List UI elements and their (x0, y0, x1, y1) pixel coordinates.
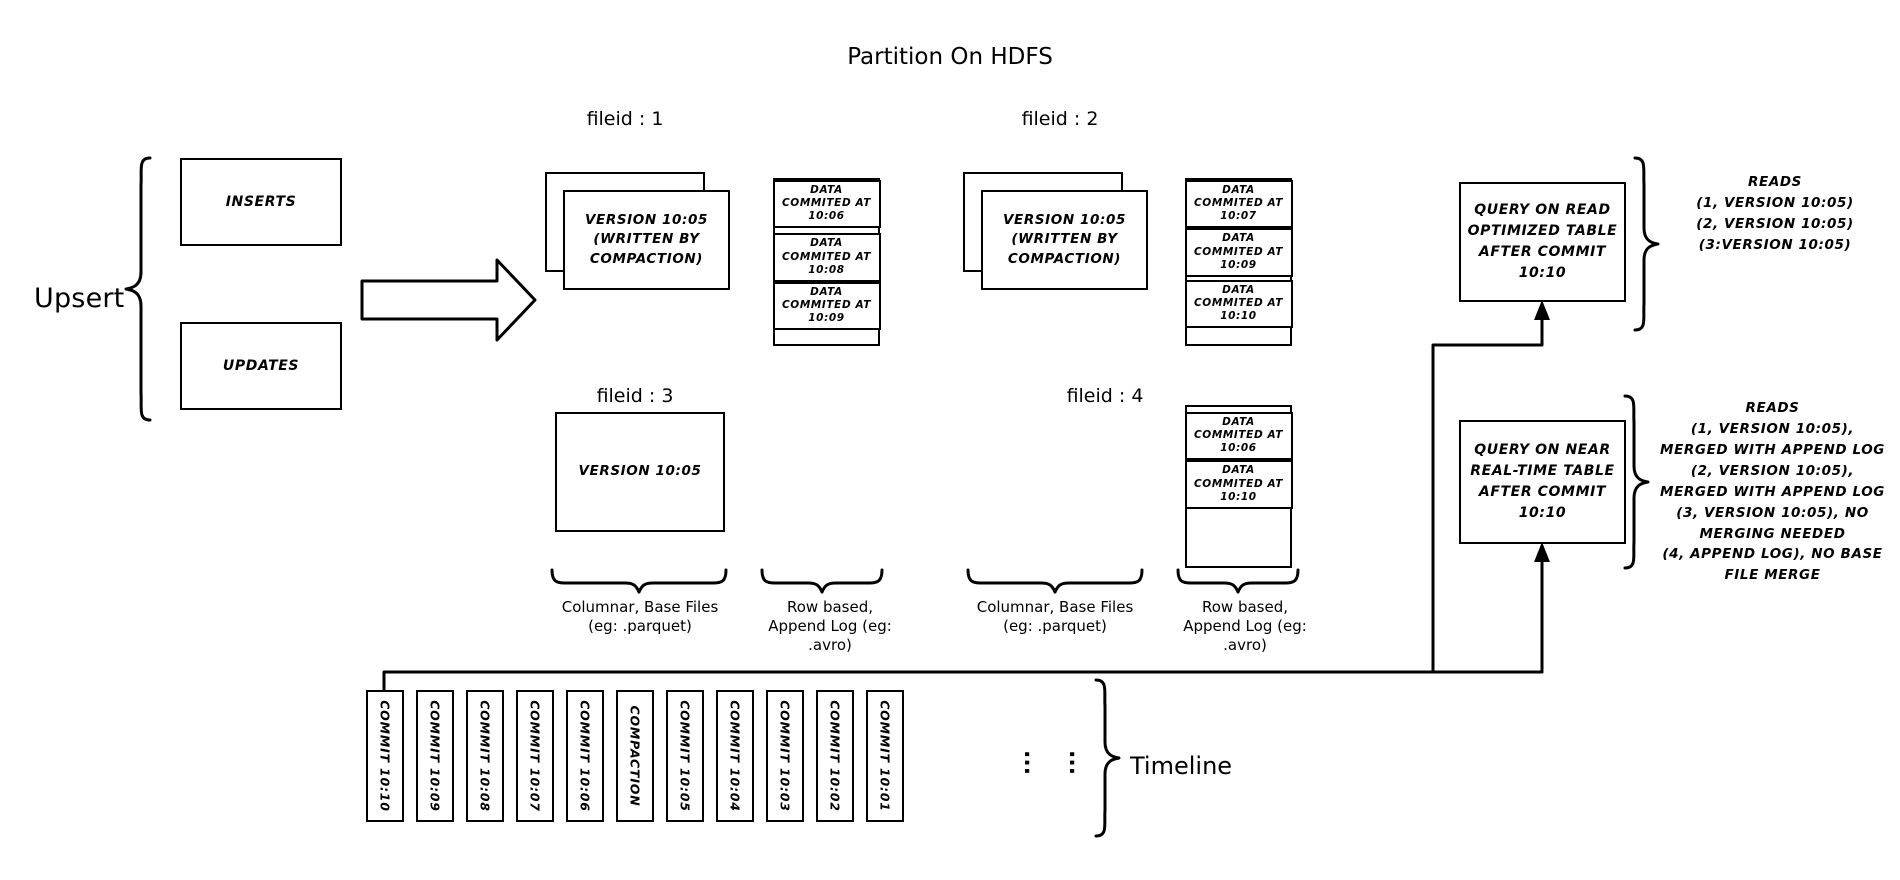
timeline-brace (1094, 678, 1121, 838)
log-column-2: DATA COMMITED AT 10:07 DATA COMMITED AT … (1184, 178, 1293, 346)
fileid-label-3: fileid : 3 (596, 385, 674, 407)
log-entry: DATA COMMITED AT 10:09 (1184, 228, 1293, 277)
timeline-entry-label: COMMIT 10:08 (477, 700, 493, 812)
timeline-entry-label: COMMIT 10:06 (577, 700, 593, 812)
caption-columnar-left: Columnar, Base Files (eg: .parquet) (561, 598, 719, 635)
timeline-entry-label: COMMIT 10:05 (677, 700, 693, 812)
log-entry: DATA COMMITED AT 10:06 (1184, 412, 1293, 461)
inserts-box: INSERTS (180, 158, 342, 246)
timeline-ellipsis-1: ... (1019, 750, 1044, 776)
query-read-optimized-box[interactable]: QUERY ON READ OPTIMIZED TABLE AFTER COMM… (1459, 182, 1626, 302)
commit-arrow-label: Commit 10:10 (379, 288, 497, 307)
upsert-brace (124, 156, 152, 422)
base-file-front-2: VERSION 10:05 (WRITTEN BY COMPACTION) (981, 190, 1148, 290)
timeline-entry[interactable]: COMMIT 10:01 (866, 690, 904, 822)
log-entry: DATA COMMITED AT 10:07 (1184, 180, 1293, 229)
timeline-ellipsis-2: ... (1064, 750, 1089, 776)
timeline-entry-label: COMPACTION (627, 705, 643, 807)
timeline-entry[interactable]: COMMIT 10:10 (366, 690, 404, 822)
timeline-entry[interactable]: COMPACTION (616, 690, 654, 822)
page-title: Partition On HDFS (847, 44, 1053, 70)
timeline-entry-label: COMMIT 10:02 (827, 700, 843, 812)
timeline-label: Timeline (1130, 752, 1233, 780)
updates-box: UPDATES (180, 322, 342, 410)
fileid-label-1: fileid : 1 (586, 108, 664, 130)
base-file-front-3: VERSION 10:05 (555, 412, 725, 532)
log-entry: DATA COMMITED AT 10:10 (1184, 460, 1293, 509)
reads-read-optimized: READS (1, VERSION 10:05) (2, VERSION 10:… (1696, 174, 1854, 253)
log-column-1: DATA COMMITED AT 10:06 DATA COMMITED AT … (772, 178, 881, 346)
query-near-realtime-box[interactable]: QUERY ON NEAR REAL-TIME TABLE AFTER COMM… (1459, 420, 1626, 544)
log-entry: DATA COMMITED AT 10:08 (772, 233, 881, 282)
reads-near-realtime: READS (1, VERSION 10:05), MERGED WITH AP… (1660, 400, 1885, 584)
base-file-front-1: VERSION 10:05 (WRITTEN BY COMPACTION) (563, 190, 730, 290)
timeline-entry[interactable]: COMMIT 10:02 (816, 690, 854, 822)
arrowhead-read-optimized (1534, 300, 1550, 320)
timeline-entry[interactable]: COMMIT 10:06 (566, 690, 604, 822)
log-entry: DATA COMMITED AT 10:06 (772, 180, 881, 229)
caption-rowlog-left: Row based, Append Log (eg: .avro) (768, 598, 892, 654)
timeline-entry-label: COMMIT 10:03 (777, 700, 793, 812)
timeline-entry-label: COMMIT 10:07 (527, 700, 543, 812)
timeline-entry-label: COMMIT 10:09 (427, 700, 443, 812)
log-entry: DATA COMMITED AT 10:10 (1184, 279, 1293, 329)
upsert-label: Upsert (34, 283, 125, 314)
brace-rowlog-right (1176, 568, 1300, 594)
timeline-entry[interactable]: COMMIT 10:05 (666, 690, 704, 822)
connector-timeline-to-near-realtime (1431, 556, 1544, 674)
brace-rowlog-left (760, 568, 884, 594)
timeline-entry[interactable]: COMMIT 10:08 (466, 690, 504, 822)
timeline-entry-label: COMMIT 10:01 (877, 700, 893, 812)
arrowhead-near-realtime (1534, 542, 1550, 562)
fileid-label-4: fileid : 4 (1066, 385, 1144, 407)
caption-rowlog-right: Row based, Append Log (eg: .avro) (1183, 598, 1307, 654)
fileid-label-2: fileid : 2 (1021, 108, 1099, 130)
timeline-entry-label: COMMIT 10:10 (377, 700, 393, 812)
timeline-entry[interactable]: COMMIT 10:03 (766, 690, 804, 822)
timeline-entry[interactable]: COMMIT 10:09 (416, 690, 454, 822)
caption-columnar-right: Columnar, Base Files (eg: .parquet) (976, 598, 1134, 635)
log-entry: DATA COMMITED AT 10:09 (772, 281, 881, 331)
log-column-4: DATA COMMITED AT 10:06 DATA COMMITED AT … (1184, 405, 1293, 568)
timeline-entry[interactable]: COMMIT 10:07 (516, 690, 554, 822)
brace-columnar-right (966, 568, 1144, 594)
timeline-entry[interactable]: COMMIT 10:04 (716, 690, 754, 822)
brace-columnar-left (550, 568, 728, 594)
timeline-entry-label: COMMIT 10:04 (727, 700, 743, 812)
